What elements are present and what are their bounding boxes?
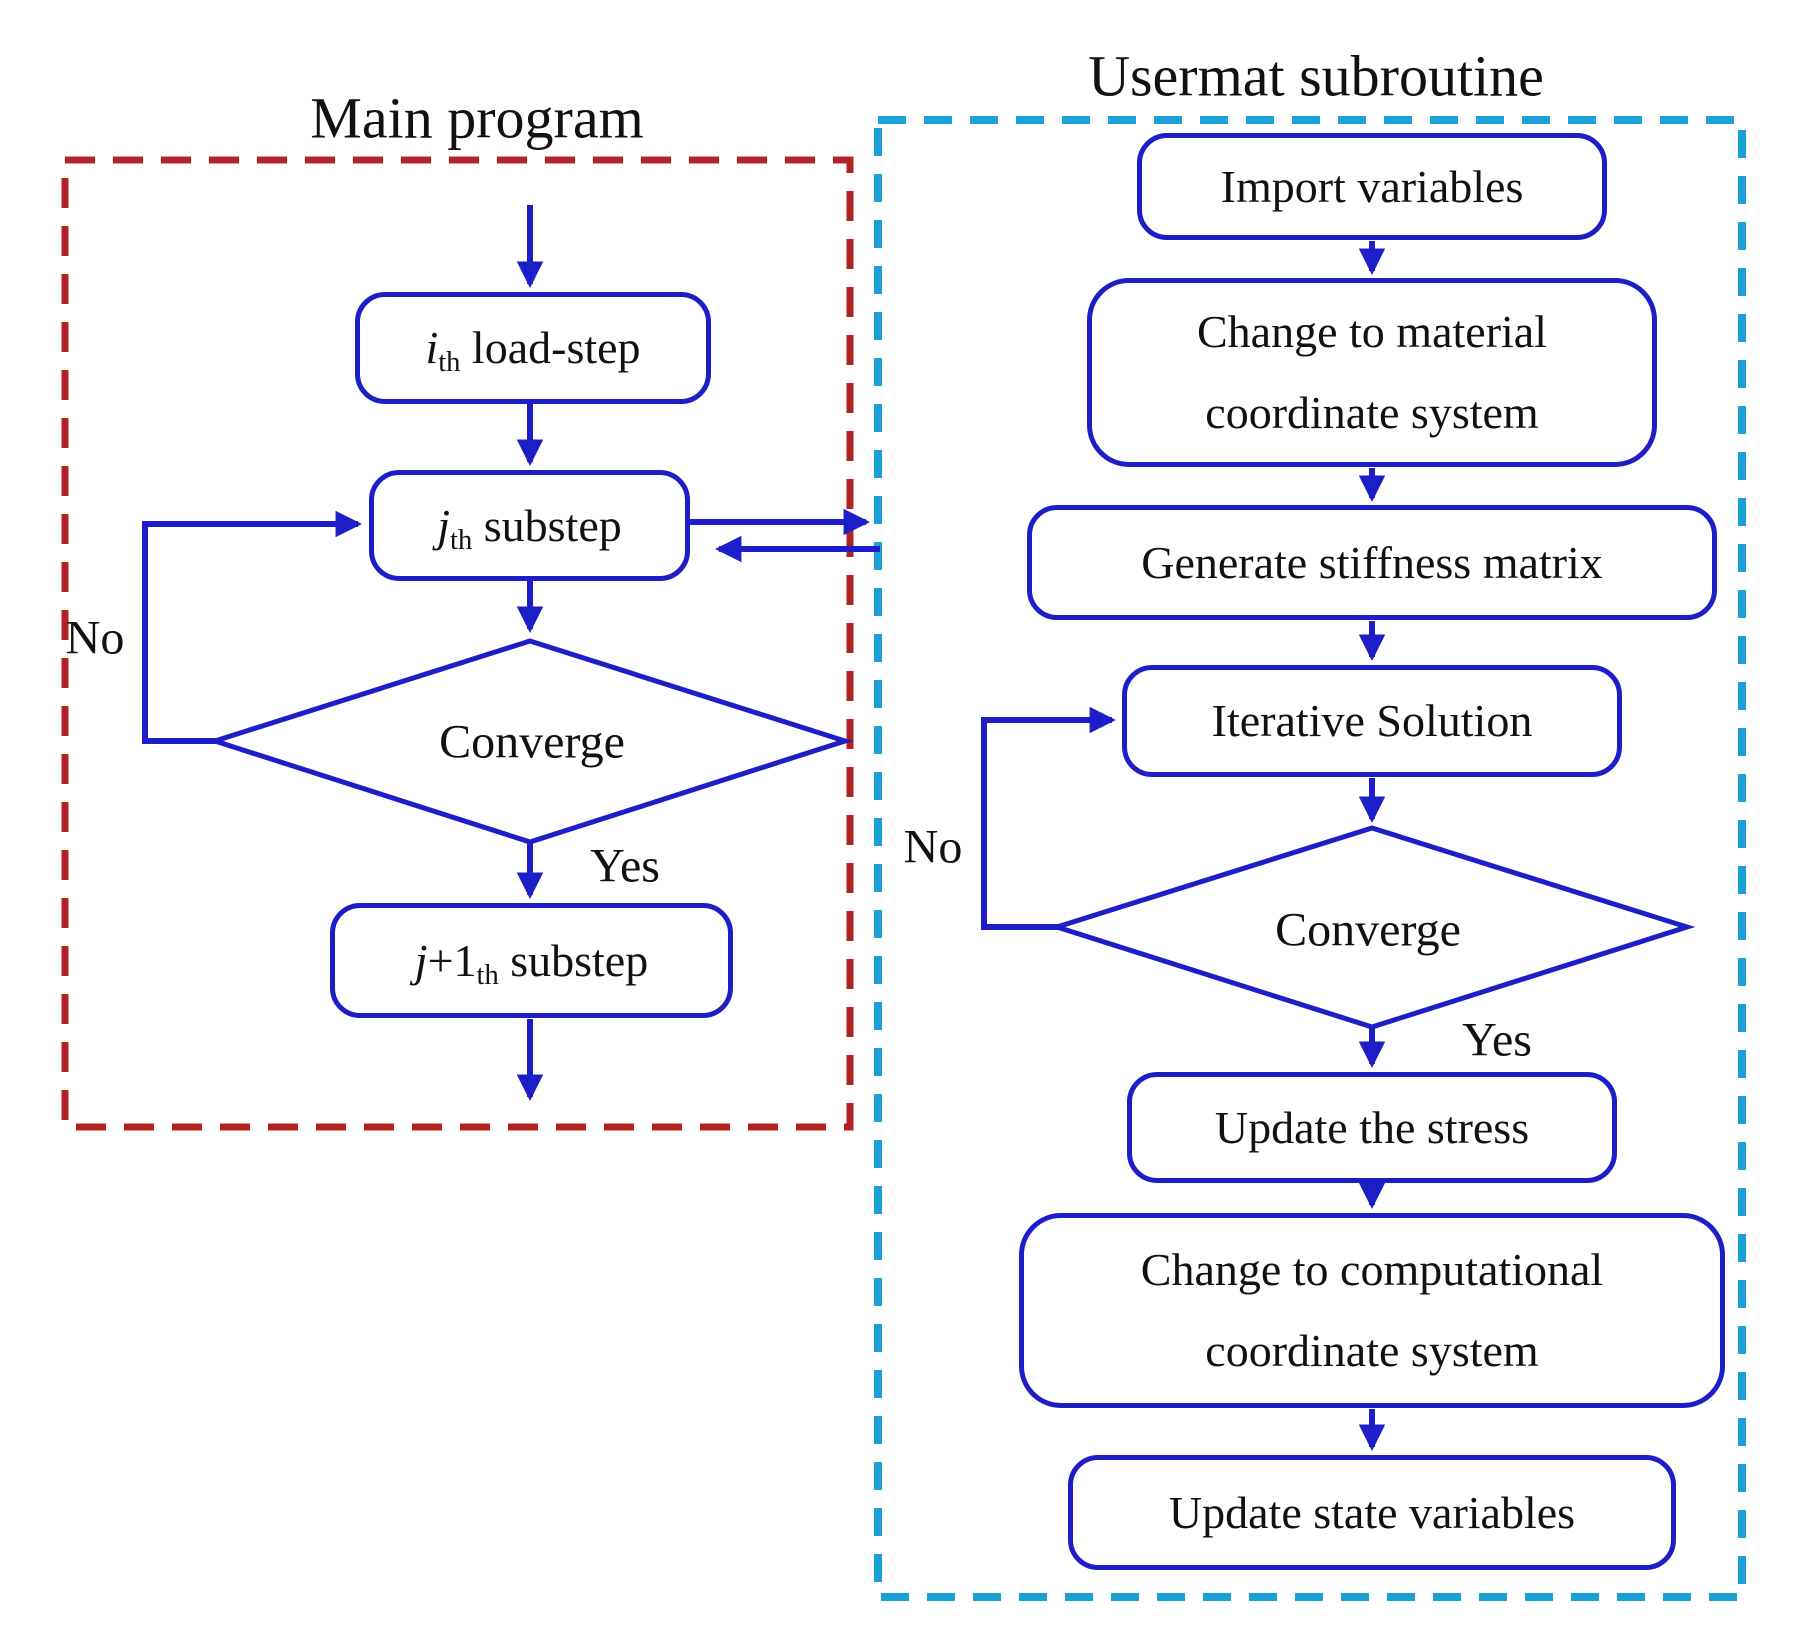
converge-left-label: Converge (439, 715, 625, 769)
node-iterative-solution: Iterative Solution (1122, 665, 1622, 777)
node-ith-load-step-label: ith load-step (425, 322, 641, 377)
main-program-title: Main program (310, 85, 644, 151)
node-iterative-solution-label: Iterative Solution (1211, 695, 1533, 746)
load-step-variable: i (425, 322, 439, 373)
substep-subscript: th (450, 524, 473, 556)
yes-label-right: Yes (1462, 1013, 1532, 1067)
node-generate-stiffness-matrix: Generate stiffness matrix (1027, 505, 1717, 620)
node-j-plus-1th-substep-label: j+1th substep (414, 934, 649, 989)
change-material-line1: Change to material (1197, 306, 1547, 357)
yes-label-left: Yes (590, 839, 660, 893)
node-update-the-stress-label: Update the stress (1214, 1101, 1530, 1153)
substep-text: substep (472, 499, 622, 551)
node-j-plus-1th-substep: j+1th substep (330, 903, 733, 1018)
change-computational-line2: coordinate system (1205, 1324, 1539, 1376)
load-step-subscript: th (438, 346, 461, 378)
next-substep-subscript: th (476, 959, 499, 991)
arrow-no-loop-left (142, 510, 362, 744)
node-import-variables-label: Import variables (1220, 160, 1524, 212)
change-material-line2: coordinate system (1205, 386, 1539, 438)
main-program-boundary (61, 156, 854, 1131)
converge-decision-right-diamond (1048, 825, 1696, 1030)
usermat-boundary (874, 116, 1746, 1601)
node-generate-stiffness-matrix-label: Generate stiffness matrix (1141, 536, 1603, 588)
node-update-state-variables: Update state variables (1068, 1455, 1676, 1570)
node-update-the-stress: Update the stress (1127, 1072, 1617, 1183)
node-ith-load-step: ith load-step (355, 292, 711, 404)
next-substep-plus-one: +1 (427, 934, 477, 986)
node-update-state-variables-label: Update state variables (1168, 1486, 1576, 1538)
node-change-computational-coords: Change to computational coordinate syste… (1019, 1213, 1725, 1408)
next-substep-variable: j (414, 934, 428, 986)
substep-variable: j (437, 499, 451, 551)
no-label-right: No (903, 820, 963, 874)
converge-right-label: Converge (1275, 903, 1461, 957)
next-substep-text: substep (498, 934, 649, 986)
usermat-subroutine-title: Usermat subroutine (1088, 43, 1544, 109)
arrow-no-loop-right (981, 706, 1116, 930)
change-computational-line1: Change to computational (1140, 1244, 1604, 1295)
node-jth-substep: jth substep (369, 470, 690, 581)
node-jth-substep-label: jth substep (437, 499, 622, 554)
node-import-variables: Import variables (1137, 133, 1607, 240)
load-step-text: load-step (460, 322, 641, 373)
node-change-material-coords: Change to material coordinate system (1087, 278, 1657, 467)
no-label-left: No (65, 611, 125, 665)
converge-decision-left-diamond (206, 638, 854, 845)
